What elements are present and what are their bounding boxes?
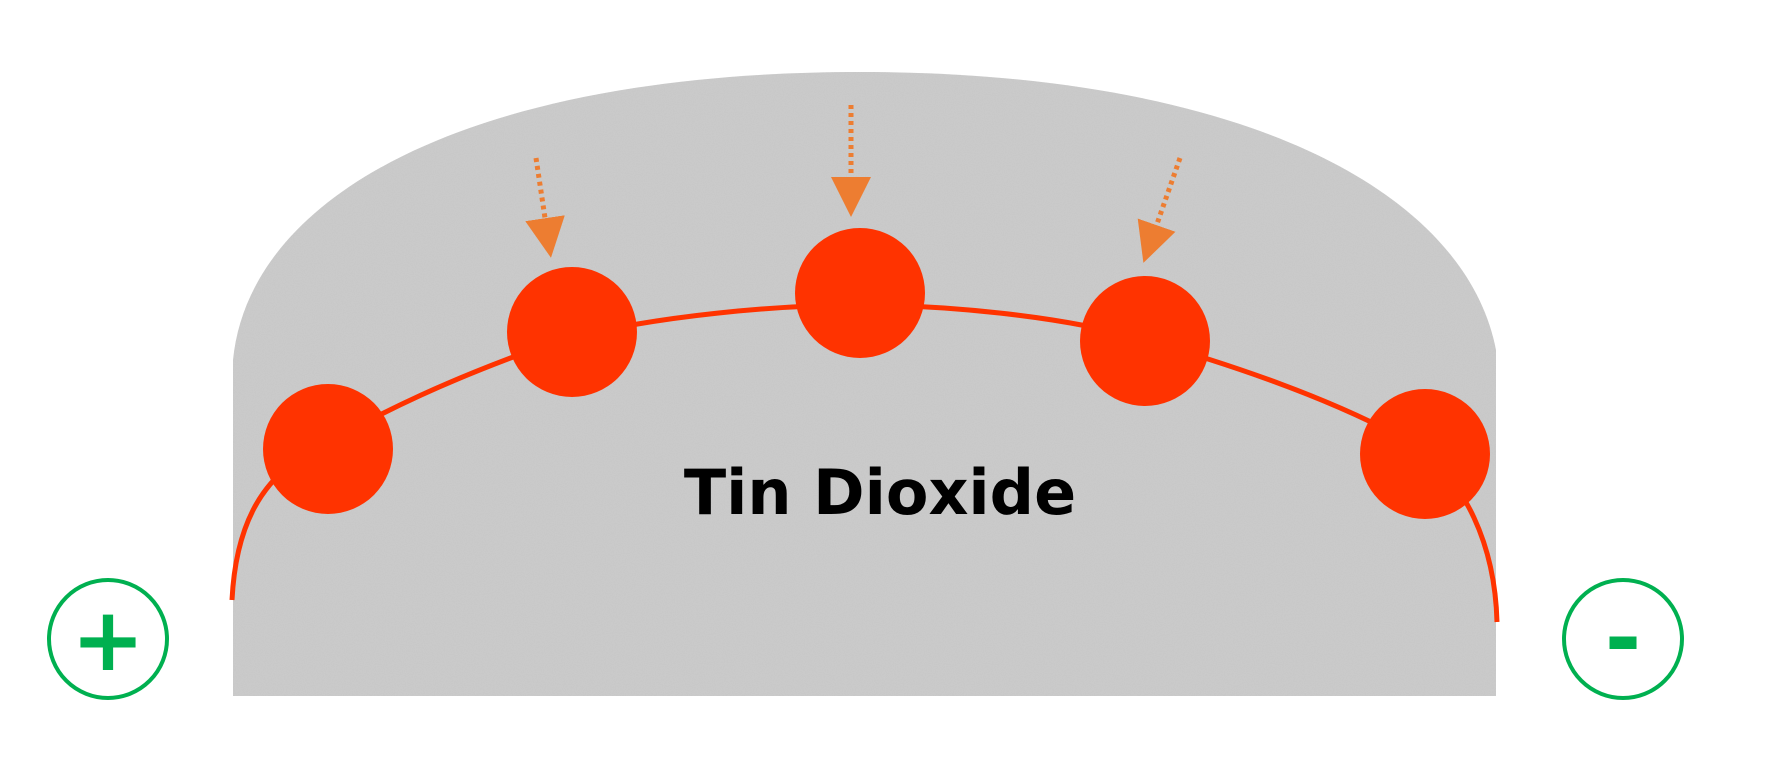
adsorbed-particle [1360,389,1490,519]
incoming-gas-arrow [525,157,565,258]
adsorbed-particle [1080,276,1210,406]
negative-terminal-ring [1562,578,1684,700]
positive-terminal-ring [47,578,169,700]
material-label: Tin Dioxide [684,456,1076,529]
adsorbed-particle [507,267,637,397]
negative-terminal: - [1562,578,1684,700]
incoming-gas-arrow [1137,157,1183,263]
adsorbed-particle [795,228,925,358]
plus-icon: + [71,588,145,691]
adsorbed-particle [263,384,393,514]
minus-icon: - [1605,586,1642,689]
positive-terminal: + [47,578,169,700]
tin-dioxide-body [233,72,1496,696]
